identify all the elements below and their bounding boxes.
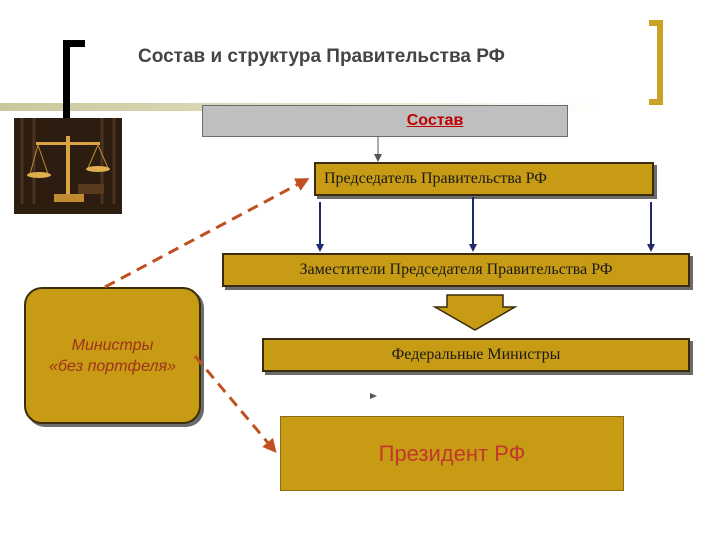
block-arrow-deputies-to-ministers [432, 294, 518, 331]
right-bracket-decoration [657, 20, 663, 105]
small-arrow-marker [370, 393, 377, 399]
left-bracket-top-decoration [63, 40, 85, 47]
ministers-without-portfolio-line2: «без портфеля» [49, 357, 176, 375]
federal-ministers-box: Федеральные Министры [262, 338, 690, 372]
dashed-arrow-noportfolio-to-chairman [104, 178, 310, 289]
scales-of-justice-image [14, 118, 122, 214]
right-bracket-top-decoration [649, 20, 663, 26]
composition-header-box: Состав [202, 105, 568, 137]
right-bracket-bottom-decoration [649, 99, 663, 105]
left-bracket-decoration [63, 40, 70, 120]
slide-title: Состав и структура Правительства РФ [138, 46, 505, 67]
dashed-arrow-noportfolio-to-president [193, 355, 277, 454]
deputy-chairmen-box: Заместители Председателя Правительства Р… [222, 253, 690, 287]
ministers-without-portfolio-box: Министры «без портфеля» [24, 287, 201, 424]
chairman-box: Председатель Правительства РФ [314, 162, 654, 196]
ministers-without-portfolio-line1: Министры [71, 336, 154, 354]
president-box: Президент РФ [280, 416, 624, 491]
